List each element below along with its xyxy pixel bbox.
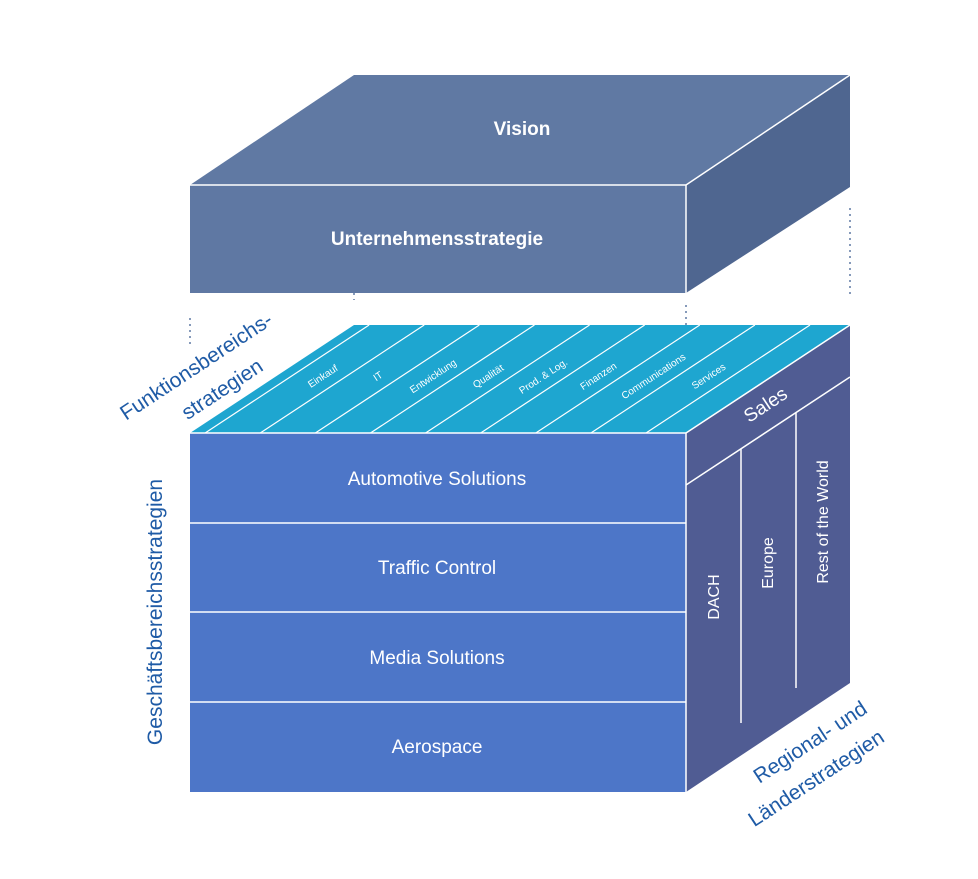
top-block-edge <box>685 74 851 186</box>
function-divider <box>425 324 590 434</box>
dotted-guides <box>189 208 851 430</box>
region-label-dach: DACH <box>706 574 723 619</box>
business-unit-media-solutions: Media Solutions <box>369 648 504 669</box>
business-unit-traffic-control: Traffic Control <box>378 558 496 579</box>
top-block-side-face <box>686 75 850 293</box>
business-unit-aerospace: Aerospace <box>392 737 483 758</box>
unternehmensstrategie-label: Unternehmensstrategie <box>331 229 543 250</box>
top-block-top-face <box>190 75 850 185</box>
function-divider <box>204 324 370 434</box>
business-strategies-label: Geschäftsbereichsstrategien <box>144 479 167 745</box>
function-divider <box>645 324 811 434</box>
function-divider <box>370 324 535 434</box>
functions-top-face <box>190 325 850 433</box>
top-block: Vision Unternehmensstrategie <box>190 74 851 293</box>
sales-band-edge <box>685 376 851 486</box>
function-dividers <box>204 324 811 434</box>
top-block-front-face <box>190 185 686 293</box>
sales-band-edge <box>685 324 851 434</box>
business-unit-automotive: Automotive Solutions <box>348 469 527 490</box>
vision-label: Vision <box>494 119 551 140</box>
function-divider <box>259 324 425 434</box>
function-divider <box>480 324 645 434</box>
function-divider <box>590 324 756 434</box>
region-label-europe: Europe <box>760 537 777 589</box>
function-divider <box>535 324 701 434</box>
regions-side-face <box>686 325 850 792</box>
function-divider <box>315 324 480 434</box>
region-label-rest-of-the-world: Rest of the World <box>815 460 832 583</box>
